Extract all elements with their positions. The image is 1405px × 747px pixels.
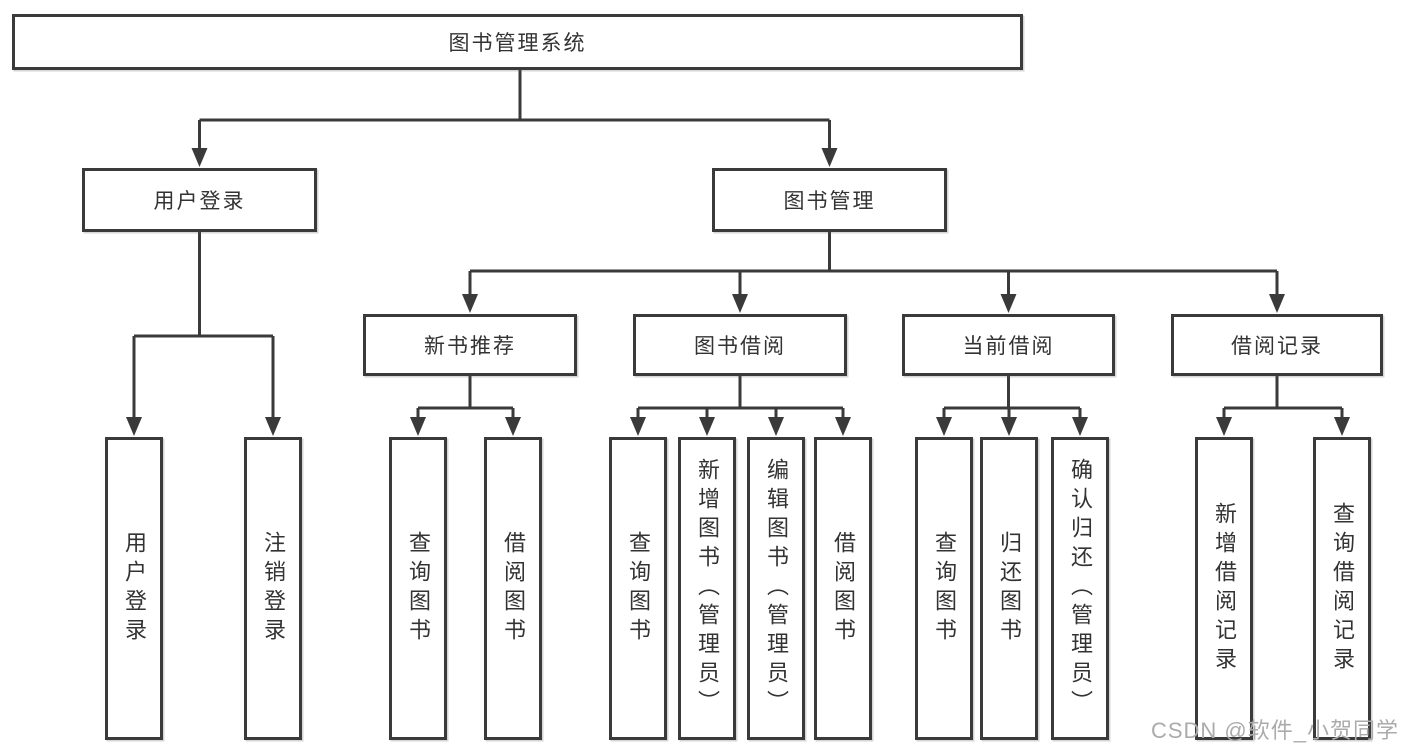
connector-line [198,70,831,150]
arrowhead-icon [1269,294,1285,313]
leaf-borrow-books-recommend: 借阅图书 [484,437,542,740]
leaf-label: 确认归还（管理员） [1068,458,1093,719]
arrowhead-icon [1216,417,1232,436]
leaf-add-borrow-record: 新增借阅记录 [1195,437,1253,740]
node-label: 新书推荐 [424,335,516,358]
leaf-label: 借阅图书 [831,530,856,647]
leaf-query-books-recommend: 查询图书 [389,437,447,740]
arrowhead-icon [1001,417,1017,436]
arrowhead-icon [732,294,748,313]
csdn-watermark: CSDN @软件_小贺同学 [1150,718,1399,743]
leaf-label: 用户登录 [122,530,147,647]
leaf-confirm-return-admin: 确认归还（管理员） [1051,437,1109,740]
leaf-label: 查询图书 [932,530,957,647]
arrowhead-icon [936,417,952,436]
leaf-label: 新增借阅记录 [1212,501,1237,676]
node-borrowing-records: 借阅记录 [1171,314,1383,376]
node-root-system: 图书管理系统 [12,14,1023,70]
node-label: 用户登录 [153,190,246,213]
connector-line [1222,376,1344,421]
connector-line [416,376,515,421]
leaf-user-login: 用户登录 [105,437,163,740]
arrowhead-icon [821,148,838,167]
node-label: 图书借阅 [694,335,786,358]
leaf-label: 归还图书 [997,530,1022,647]
leaf-label: 借阅图书 [501,530,526,647]
node-user-login: 用户登录 [82,168,317,232]
node-current-borrowing: 当前借阅 [902,314,1115,376]
arrowhead-icon [462,294,478,313]
arrowhead-icon [265,417,281,436]
leaf-query-books-current: 查询图书 [915,437,973,740]
arrowhead-icon [835,417,851,436]
arrowhead-icon [630,417,646,436]
leaf-borrow-books-borrowing: 借阅图书 [814,437,872,740]
arrowhead-icon [768,417,784,436]
arrowhead-icon [191,148,208,167]
leaf-label: 查询图书 [626,530,651,647]
node-label: 图书管理 [783,190,876,213]
arrowhead-icon [699,417,715,436]
node-label: 借阅记录 [1231,335,1323,358]
leaf-label: 查询图书 [406,530,431,647]
connector-line [636,376,845,421]
arrowhead-icon [1072,417,1088,436]
arrowhead-icon [410,417,426,436]
node-book-management: 图书管理 [712,168,947,232]
arrowhead-icon [1334,417,1350,436]
node-book-borrowing: 图书借阅 [633,314,847,376]
leaf-label: 注销登录 [261,530,286,647]
arrowhead-icon [1000,294,1017,313]
leaf-logout-login: 注销登录 [244,437,302,740]
leaf-edit-books-admin: 编辑图书（管理员） [747,437,805,740]
connector-line [468,232,1279,296]
arrowhead-icon [505,417,521,436]
leaf-label: 新增图书（管理员） [695,458,720,719]
connector-line [942,376,1082,421]
leaf-query-books-borrowing: 查询图书 [609,437,667,740]
leaf-add-books-admin: 新增图书（管理员） [678,437,736,740]
node-label: 当前借阅 [962,335,1055,358]
leaf-label: 查询借阅记录 [1330,501,1355,676]
node-new-book-recommend: 新书推荐 [363,314,577,376]
leaf-query-borrow-record: 查询借阅记录 [1313,437,1371,740]
leaf-label: 编辑图书（管理员） [764,458,789,719]
connector-line [132,232,275,421]
leaf-return-books: 归还图书 [980,437,1038,740]
arrowhead-icon [126,417,142,436]
node-label: 图书管理系统 [448,32,587,55]
